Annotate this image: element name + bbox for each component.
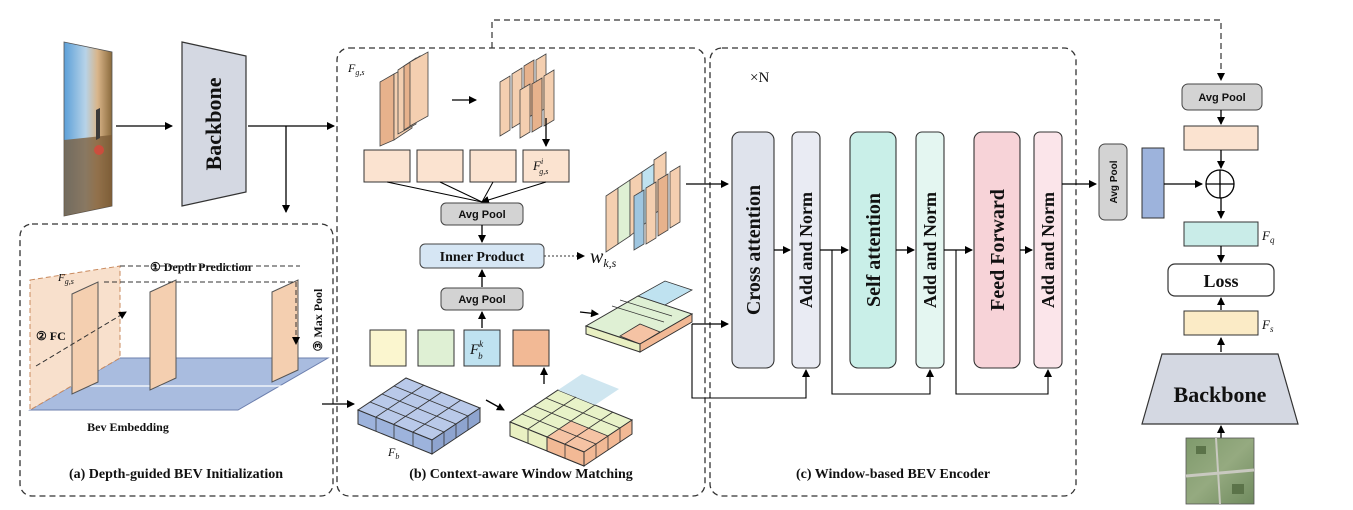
bev-grid-blue <box>356 377 482 455</box>
converge-lines <box>386 181 547 204</box>
feature-map-windows <box>499 53 555 139</box>
add-norm-3 <box>1033 131 1063 369</box>
add-norm-2-label: Add and Norm <box>920 192 940 308</box>
bev-descriptor <box>1141 147 1165 219</box>
matched-feature-stack <box>605 151 681 253</box>
arrow-windows-to-blocks <box>579 309 599 318</box>
avg-pool-right-mid <box>1098 143 1128 221</box>
window-feature-1 <box>363 149 411 183</box>
max-pool-label: ③ Max Pool <box>311 288 325 351</box>
section-b-box <box>336 47 706 497</box>
add-operator-icon <box>1205 169 1235 199</box>
cross-attention-label: Cross attention <box>743 185 765 315</box>
f-s-label: Fs <box>1261 317 1274 334</box>
residual-3 <box>955 250 1052 395</box>
loss-label: Loss <box>1203 271 1238 291</box>
avg-pool-right-top-label: Avg Pool <box>1198 92 1245 104</box>
backbone-left-label: Backbone <box>201 77 226 170</box>
feed-forward-label: Feed Forward <box>987 189 1009 311</box>
caption-b: (b) Context-aware Window Matching <box>409 467 633 482</box>
bev-key-blocks <box>584 280 694 353</box>
arrow-bev-to-colored <box>485 399 505 411</box>
b-f-gs-label: Fg,s <box>347 61 364 77</box>
bev-window-k <box>463 329 501 367</box>
f-q-box <box>1183 221 1259 247</box>
panorama-image <box>63 41 113 217</box>
window-feature-3 <box>469 149 517 183</box>
window-feature-i <box>522 149 570 183</box>
bev-window-4 <box>512 329 550 367</box>
section-a-box <box>19 223 334 497</box>
bev-init-illustration <box>28 265 330 411</box>
bev-grid-colored <box>508 374 634 467</box>
global-descriptor <box>1183 125 1259 151</box>
avg-pool-b-bottom <box>440 287 524 311</box>
fc-label: ② FC <box>36 329 66 343</box>
residual-2 <box>831 250 934 395</box>
caption-a: (a) Depth-guided BEV Initialization <box>69 467 283 482</box>
section-c-box <box>709 47 1077 497</box>
bev-embedding-label: Bev Embedding <box>87 420 169 434</box>
add-norm-3-label: Add and Norm <box>1038 192 1058 308</box>
bev-window-1 <box>369 329 407 367</box>
backbone-left: Backbone <box>181 41 247 207</box>
inner-product-label: Inner Product <box>440 250 525 265</box>
f-b-label: Fb <box>387 445 399 461</box>
residual-1 <box>691 324 810 399</box>
window-feature-2 <box>416 149 464 183</box>
satellite-image <box>1185 437 1255 505</box>
caption-c: (c) Window-based BEV Encoder <box>796 467 990 482</box>
f-q-label: Fq <box>1261 228 1275 245</box>
depth-prediction-label: ① Depth Prediction <box>150 260 252 274</box>
f-s-box <box>1183 310 1259 336</box>
backbone-right <box>1141 353 1299 425</box>
backbone-right-label: Backbone <box>1174 382 1267 407</box>
avg-pool-right-mid-label: Avg Pool <box>1109 160 1120 203</box>
w-ks-label: wk,s <box>590 246 617 270</box>
avg-pool-b-top-label: Avg Pool <box>458 209 505 221</box>
dashed-skip-connection <box>491 19 1225 81</box>
bev-window-2 <box>417 329 455 367</box>
times-n-label: ×N <box>750 70 769 86</box>
a-f-gs-label: Fg,s <box>57 272 74 286</box>
avg-pool-right-top <box>1181 83 1263 111</box>
feature-map-stack-left <box>379 51 429 147</box>
avg-pool-b-bottom-label: Avg Pool <box>458 294 505 306</box>
add-norm-1-label: Add and Norm <box>796 192 816 308</box>
self-attention-label: Self attention <box>863 193 885 307</box>
loss-box <box>1167 263 1275 297</box>
